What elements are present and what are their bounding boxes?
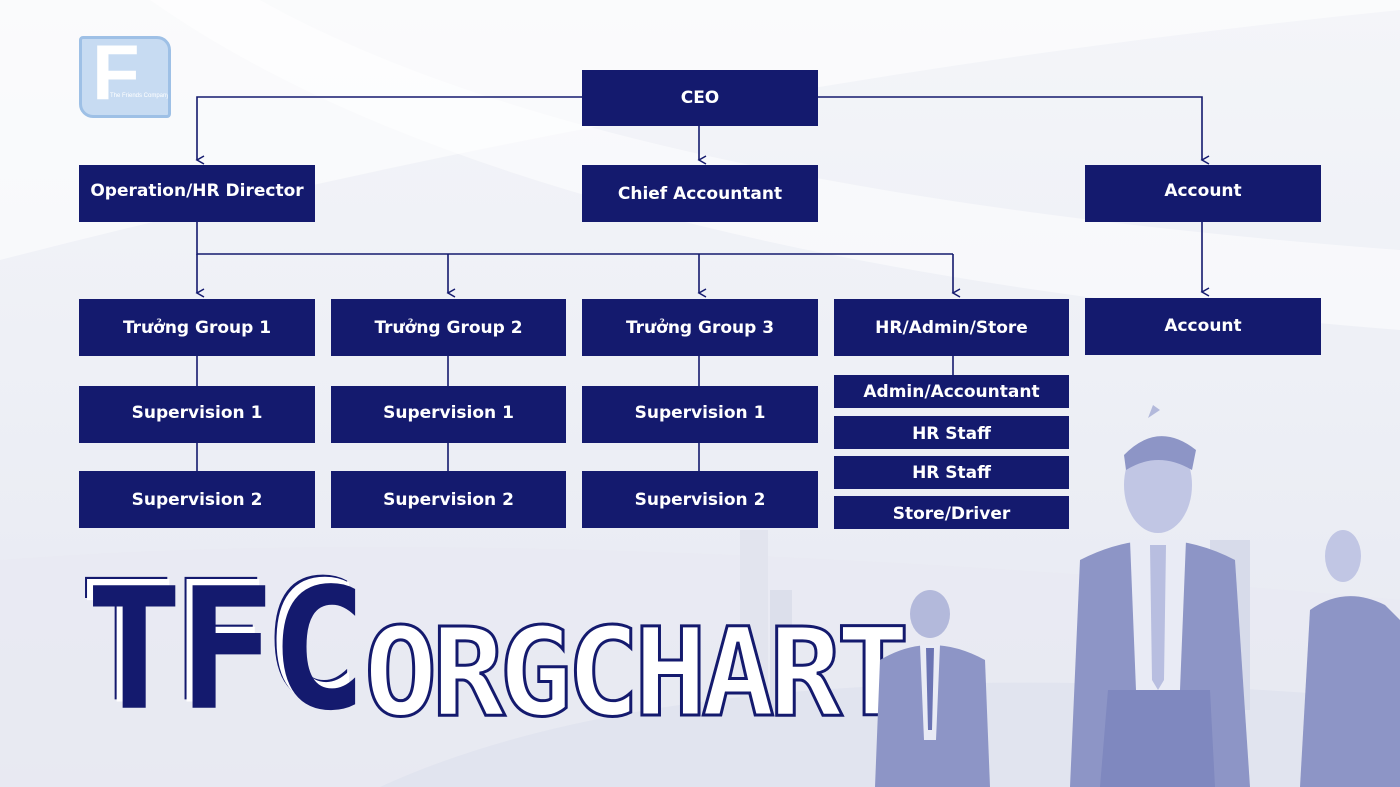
- node-group3-supervision2: Supervision 2: [582, 471, 818, 528]
- node-account-bottom: Account: [1085, 298, 1321, 355]
- node-group1-supervision2: Supervision 2: [79, 471, 315, 528]
- node-operation-hr-director: Operation/HR Director: [79, 165, 315, 222]
- title-orgchart: ORGCHART: [363, 602, 912, 744]
- node-hr-admin-accountant: Admin/Accountant: [834, 375, 1069, 408]
- node-hr-admin-store: HR/Admin/Store: [834, 299, 1069, 356]
- node-group1-head: Trưởng Group 1: [79, 299, 315, 356]
- node-store-driver: Store/Driver: [834, 496, 1069, 529]
- node-chief-accountant: Chief Accountant: [582, 165, 818, 222]
- man-large-figure: [1070, 405, 1250, 787]
- node-hr-staff-1: HR Staff: [834, 416, 1069, 449]
- node-account-top: Account: [1085, 165, 1321, 222]
- node-group2-supervision1: Supervision 1: [331, 386, 566, 443]
- ceo-right-connector: [818, 96, 1210, 165]
- node-group2-head: Trưởng Group 2: [331, 299, 566, 356]
- node-hr-staff-2: HR Staff: [834, 456, 1069, 489]
- title-tfc: TFC: [86, 551, 367, 748]
- ceo-left-connector: [195, 96, 582, 165]
- node-group3-supervision1: Supervision 1: [582, 386, 818, 443]
- woman-right-figure: [1300, 530, 1400, 787]
- logo-company-name: The Friends Company: [110, 93, 170, 99]
- man-small-figure: [875, 590, 990, 787]
- node-group2-supervision2: Supervision 2: [331, 471, 566, 528]
- node-ceo: CEO: [582, 70, 818, 126]
- logo-letter: F: [92, 36, 140, 116]
- node-group3-head: Trưởng Group 3: [582, 299, 818, 356]
- node-group1-supervision1: Supervision 1: [79, 386, 315, 443]
- company-logo: F The Friends Company: [79, 36, 171, 118]
